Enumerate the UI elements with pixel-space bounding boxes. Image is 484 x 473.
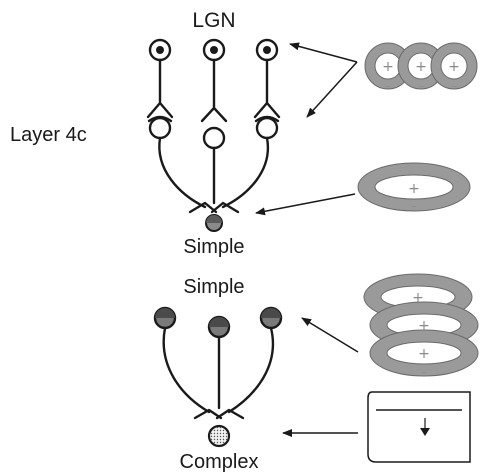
lgn-rf-right <box>430 42 478 90</box>
plus-sign: + <box>415 59 427 75</box>
arrow-to-simple-cells <box>301 317 359 353</box>
simple-cell-receptive-field: + − <box>357 162 471 212</box>
simple-cell-axons <box>162 326 275 420</box>
lgn-cell-right <box>255 38 279 62</box>
plus-sign: + <box>418 346 430 362</box>
minus-sign: − <box>385 82 392 91</box>
plus-sign: + <box>408 181 420 197</box>
lgn-cell-center <box>202 38 226 62</box>
simple-cell-label-top: Simple <box>183 236 244 258</box>
layer4c-cell-right <box>254 115 280 140</box>
complex-cell-label: Complex <box>180 451 259 473</box>
lgn-axons <box>146 58 281 123</box>
layer4c-cell-left <box>147 115 173 140</box>
simple-cell-left <box>153 306 177 330</box>
simple-cell-center <box>207 315 231 339</box>
arrow-to-lgn <box>289 42 358 63</box>
simple-cell-right <box>259 306 283 330</box>
arrow-to-simple-cell <box>255 193 356 216</box>
simple-cells-label: Simple <box>183 276 244 298</box>
layer4c-cell-center <box>202 126 226 150</box>
layer4c-axons <box>158 136 270 214</box>
minus-sign: − <box>451 82 458 91</box>
lgn-cell-left <box>148 38 172 62</box>
plus-sign: + <box>382 59 394 75</box>
simple-rf-3 <box>369 329 479 377</box>
lgn-rf-left <box>364 42 412 90</box>
lgn-rf-middle <box>397 42 445 90</box>
plus-sign: + <box>412 290 424 306</box>
plus-sign: + <box>448 59 460 75</box>
complex-cell <box>207 424 231 448</box>
stacked-simple-receptive-fields: + + + − <box>363 273 479 377</box>
layer4c-label: Layer 4c <box>10 124 87 146</box>
complex-cell-receptive-field <box>367 391 471 463</box>
minus-sign: − <box>411 202 418 211</box>
simple-cell-top <box>205 214 223 232</box>
plus-sign: + <box>418 318 430 334</box>
minus-sign: − <box>418 82 425 91</box>
minus-sign: − <box>421 368 428 377</box>
lgn-label: LGN <box>192 9 235 32</box>
arrow-down-icon <box>420 428 430 436</box>
lgn-receptive-fields: + + + − − − <box>364 42 478 91</box>
arrow-to-layer4c <box>306 61 358 118</box>
